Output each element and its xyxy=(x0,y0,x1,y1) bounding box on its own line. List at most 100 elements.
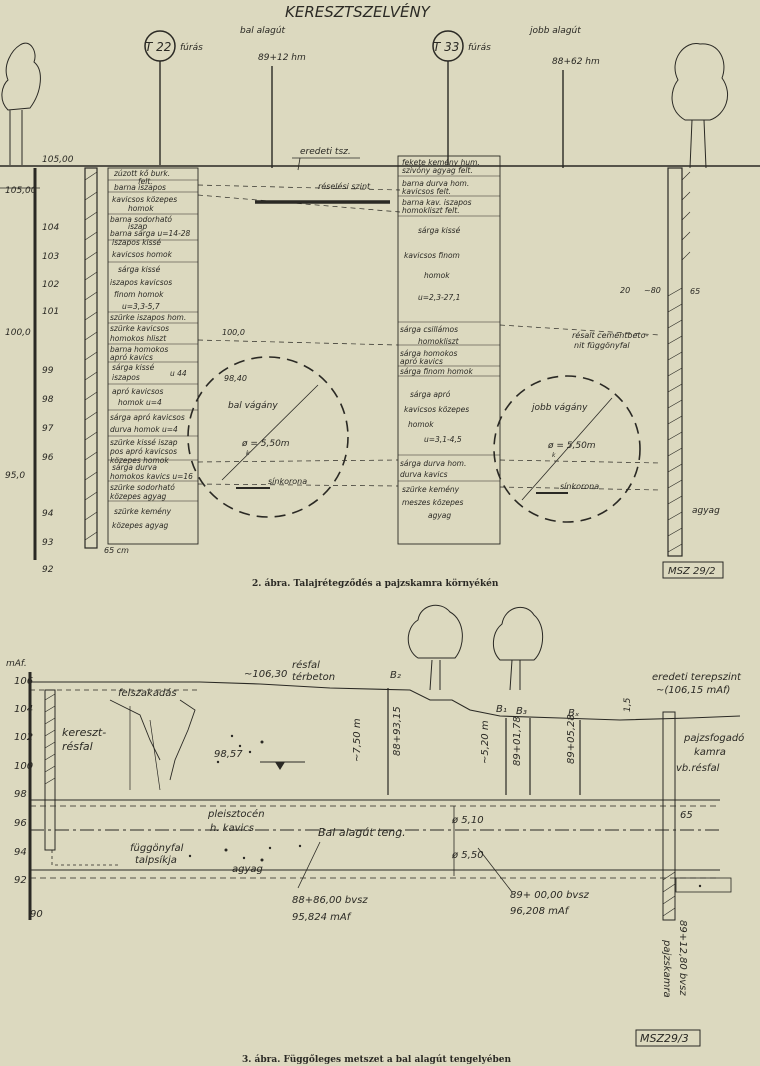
tick-94: 94 xyxy=(42,509,54,519)
axis-100: 100 xyxy=(14,761,33,772)
right-layer-1: szivóny agyag felt. xyxy=(402,166,473,175)
right-rail-label: sínkorona xyxy=(560,482,599,491)
tick-92: 92 xyxy=(42,565,54,575)
left-layer-27: pos apró kavicsos xyxy=(109,447,177,456)
left-layer-13: u=3,3-5,7 xyxy=(122,302,160,311)
wall-width-65cm: 65 cm xyxy=(104,546,129,555)
left-layer-0: zúzott kő burk. xyxy=(113,169,170,178)
diameter-550: ø 5,50 xyxy=(451,850,484,861)
left-tunnel-diameter: ø = 5,50m xyxy=(241,439,290,449)
point-b1: B₁ xyxy=(496,704,507,715)
right-layer-3: kavicsos felt. xyxy=(402,187,451,196)
fig3-code-box xyxy=(635,1029,701,1047)
left-layer-17: barna homokos xyxy=(110,345,168,354)
level-9840: 98,40 xyxy=(224,374,247,383)
right-layer-2: barna durva hom. xyxy=(402,179,469,188)
left-log-dividers xyxy=(108,179,198,502)
left-layer-14: szürke iszapos hom. xyxy=(110,313,186,322)
cut-level-label: réselési szint xyxy=(318,181,371,191)
left-layer-19: sárga kissé xyxy=(112,363,155,372)
tick-96: 96 xyxy=(42,453,54,463)
wall-description-2: nit függönyfal xyxy=(574,341,630,350)
left-tunnel-name: bal vágány xyxy=(228,401,278,411)
right-layer-0: fekete kemény hum. xyxy=(402,158,480,167)
fig2-code: MSZ 29/2 xyxy=(668,566,715,577)
station-right: 88+62 hm xyxy=(552,57,600,67)
fig3-caption: 3. ábra. Függőleges metszet a bal alagút… xyxy=(242,1054,512,1065)
right-diaphragm-wall xyxy=(667,167,683,557)
dim-80: ~80 xyxy=(644,286,661,295)
dim-65: 65 xyxy=(690,287,700,296)
right-layer-9: u=2,3-27,1 xyxy=(418,293,460,302)
left-layer-3: kavicsos közepes xyxy=(112,195,177,204)
bvsz-2: 89+ 00,00 bvsz xyxy=(510,890,590,901)
right-layer-19: sárga durva hom. xyxy=(400,459,466,468)
right-layer-11: homokliszt xyxy=(418,337,460,346)
orig-surface-elev: ~(106,15 mAf) xyxy=(656,685,730,696)
axis-96: 96 xyxy=(14,818,27,829)
depth-520: ~5,20 m xyxy=(480,720,491,764)
right-layer-15: sárga apró xyxy=(410,390,451,399)
axis-102: 102 xyxy=(14,732,33,743)
side-chamber: pajzskamra xyxy=(661,939,672,998)
tick-99: 99 xyxy=(42,366,54,376)
level-9857: 98,57 xyxy=(214,749,243,760)
right-diameter-sub: k xyxy=(552,452,556,459)
figure-2-cross-section: KERESZTSZELVÉNY bal alagút jobb alagút T… xyxy=(0,2,760,589)
left-layer-9: kavicsos homok xyxy=(112,250,173,259)
station-89528: 89+05,28 xyxy=(566,714,577,764)
left-layer-31: szürke sodorható xyxy=(110,483,175,492)
point-b2: B₂ xyxy=(390,670,401,681)
tree-right-icon-2 xyxy=(493,606,544,691)
left-rail-label: sínkorona xyxy=(268,477,307,486)
fig3-code: MSZ29/3 xyxy=(640,1032,689,1045)
station-89178: 89+01,78 xyxy=(512,716,523,766)
pleistocene-label-2: h. kavics xyxy=(210,823,254,834)
left-tunnel-profile xyxy=(187,356,349,518)
cross-wall-label: kereszt- xyxy=(62,726,106,739)
elev-950: 95,0 xyxy=(5,471,25,481)
fig2-caption: 2. ábra. Talajrétegződés a pajzskamra kö… xyxy=(252,578,499,589)
right-layer-17: homok xyxy=(408,420,434,429)
figure-3-longitudinal-section: mAf. 106 104 102 100 98 96 94 92 90 kere… xyxy=(6,604,744,1065)
left-layer-33: szürke kemény xyxy=(114,507,172,516)
right-borehole-log xyxy=(397,155,501,545)
left-layer-5: barna sodorható xyxy=(110,215,172,224)
right-layer-20: durva kavics xyxy=(400,470,448,479)
left-layer-20: iszapos xyxy=(112,373,140,382)
left-layer-26: szürke kissé iszap xyxy=(110,438,178,447)
tree-right-icon xyxy=(671,43,728,169)
point-b3: B₃ xyxy=(516,706,527,717)
dim-15: 1,5 xyxy=(623,697,633,712)
bvsz-1-elev: 95,824 mAf xyxy=(292,912,352,923)
station-89315: 88+93,15 xyxy=(392,706,403,756)
axis-94: 94 xyxy=(14,847,27,858)
left-diaphragm-wall xyxy=(84,167,98,549)
left-layer-10: sárga kissé xyxy=(118,265,161,274)
right-layer-4: barna kav. iszapos xyxy=(402,198,472,207)
depth-750: ~7,50 m xyxy=(352,718,363,762)
left-layer-11: iszapos kavicsos xyxy=(110,278,172,287)
shield-chamber-label: pajzsfogadó xyxy=(683,732,744,744)
tick-98: 98 xyxy=(42,395,54,405)
elev-105: 105,00 xyxy=(5,186,37,196)
pleistocene-label: pleisztocén xyxy=(207,808,265,820)
borehole-t22-label: fúrás xyxy=(180,43,203,53)
left-layer-1: felt. xyxy=(138,177,153,186)
right-layer-21: szürke kemény xyxy=(402,485,460,494)
left-layer-24: sárga apró kavicsos xyxy=(110,413,185,422)
tick-104: 104 xyxy=(42,223,59,233)
left-layer-25: durva homok u=4 xyxy=(110,425,178,434)
bvsz-2-elev: 96,208 mAf xyxy=(510,906,570,917)
fig2-title: KERESZTSZELVÉNY xyxy=(285,2,432,21)
tree-left-icon xyxy=(1,42,41,165)
tunnel-axis-label: Bal alagút teng. xyxy=(318,826,406,839)
right-layer-5: homokliszt felt. xyxy=(402,206,460,215)
gravel-dots xyxy=(188,734,702,888)
axis-106: 106 xyxy=(14,676,33,687)
left-layer-8: iszapos kissé xyxy=(112,238,161,247)
tick-102: 102 xyxy=(42,280,59,290)
cross-wall-left xyxy=(44,689,56,851)
tick-93: 93 xyxy=(42,538,54,548)
